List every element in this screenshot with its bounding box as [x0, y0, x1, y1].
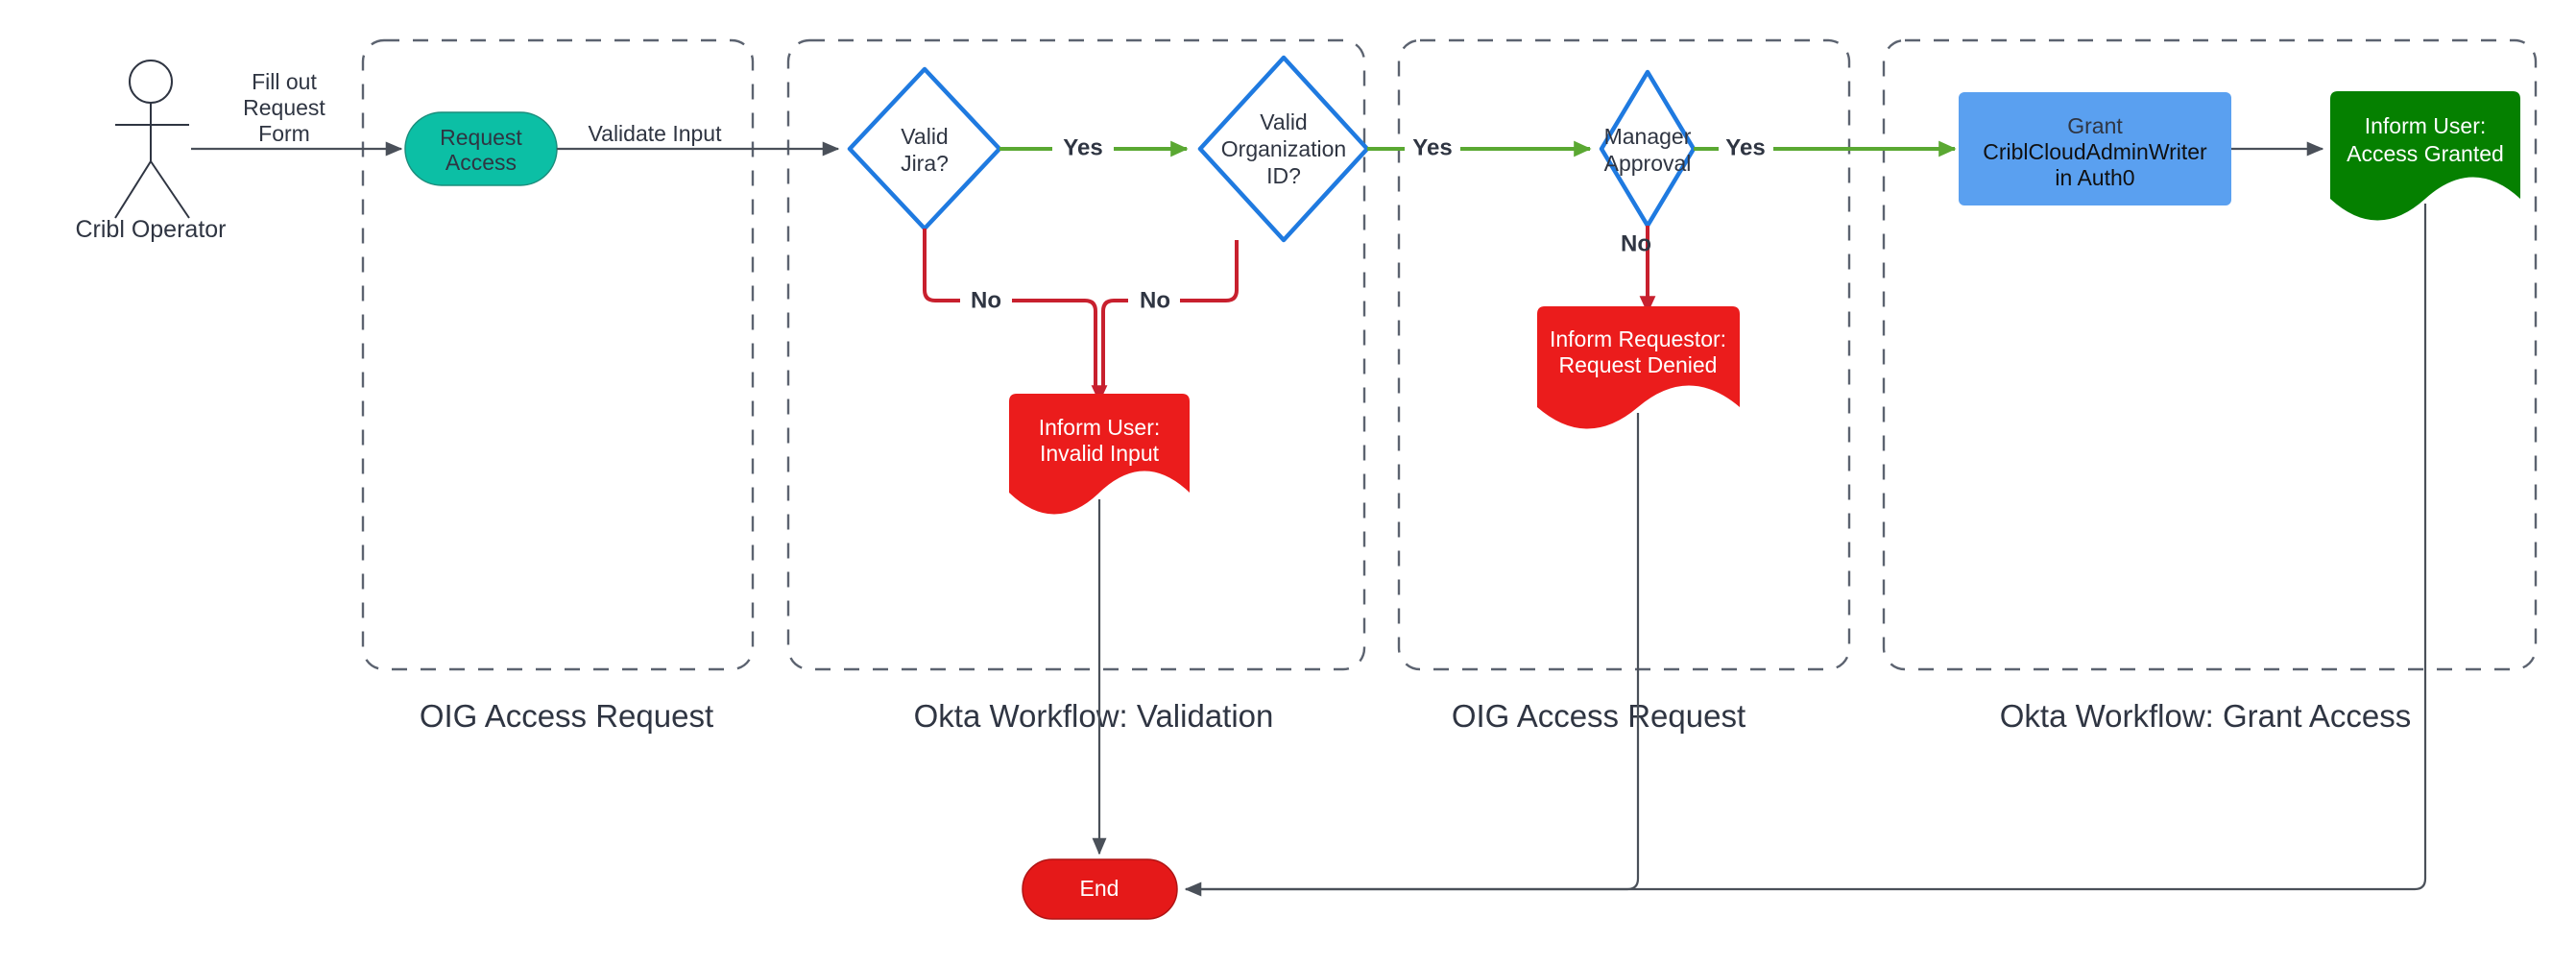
node-manager-approval-line2: Approval: [1604, 151, 1692, 176]
lane-box-oig-access-request-2: [1397, 38, 1851, 671]
node-request-access-line1: Request: [440, 125, 522, 150]
node-valid-org-line2: Organization: [1221, 136, 1346, 161]
node-access-granted-line2: Access Granted: [2347, 141, 2504, 166]
node-inform-user-access-granted[interactable]: Inform User: Access Granted: [2330, 91, 2520, 221]
node-request-access-line2: Access: [445, 150, 517, 175]
edge-label-no-jira: No: [971, 287, 1001, 313]
edge-manager-approval-no: No: [1621, 226, 1656, 314]
edge-label-fill-out-line2: Request: [243, 95, 325, 120]
lane-box-oig-access-request-1: [361, 38, 755, 671]
lane-box-okta-workflow-validation: [786, 38, 1366, 671]
actor-label: Cribl Operator: [76, 216, 227, 243]
edge-label-fill-out-line3: Form: [258, 121, 310, 146]
lane-label-okta-workflow-grant-access: Okta Workflow: Grant Access: [2000, 698, 2412, 734]
node-grant-criblcloudadminwriter[interactable]: Grant CriblCloudAdminWriter in Auth0: [1959, 92, 2231, 205]
actor-leg-right-icon: [150, 160, 190, 219]
actor-leg-left-icon: [114, 160, 152, 219]
node-access-granted-line1: Inform User:: [2365, 113, 2487, 138]
edge-valid-jira-no: No: [923, 229, 1097, 388]
actor-head-icon: [129, 60, 173, 104]
edge-actor-to-request-access: Fill out Request Form: [191, 69, 403, 157]
edge-manager-approval-yes: Yes: [1694, 134, 1957, 160]
node-request-access[interactable]: Request Access: [404, 111, 558, 186]
node-request-denied-line1: Inform Requestor:: [1550, 326, 1726, 351]
edge-label-no-manager: No: [1621, 230, 1651, 256]
node-valid-jira-line2: Jira?: [901, 151, 949, 176]
node-request-denied-line2: Request Denied: [1559, 352, 1718, 377]
node-inform-requestor-request-denied[interactable]: Inform Requestor: Request Denied: [1537, 306, 1740, 429]
edge-valid-organization-id-yes: Yes: [1367, 134, 1592, 160]
node-valid-org-line3: ID?: [1266, 163, 1301, 188]
node-grant-line2: CriblCloudAdminWriter: [1983, 139, 2207, 164]
node-manager-approval[interactable]: Manager Approval: [1599, 69, 1697, 229]
node-manager-approval-line1: Manager: [1604, 124, 1692, 149]
edge-label-yes-manager: Yes: [1725, 134, 1765, 160]
node-grant-line1: Grant: [2067, 113, 2123, 138]
edge-label-yes-org: Yes: [1412, 134, 1452, 160]
node-valid-jira[interactable]: Valid Jira?: [847, 66, 1002, 231]
edge-valid-organization-id-no: No: [1091, 240, 1239, 403]
lane-label-okta-workflow-validation: Okta Workflow: Validation: [914, 698, 1274, 734]
node-end-label: End: [1080, 876, 1119, 901]
node-end[interactable]: End: [1022, 858, 1178, 920]
node-invalid-input-line2: Invalid Input: [1040, 441, 1160, 466]
node-valid-org-line1: Valid: [1260, 109, 1307, 134]
node-inform-user-invalid-input[interactable]: Inform User: Invalid Input: [1009, 394, 1190, 515]
actor-cribl-operator: Cribl Operator: [76, 60, 227, 243]
edge-access-granted-to-end: [1186, 204, 2427, 891]
edge-label-yes-jira: Yes: [1063, 134, 1102, 160]
lane-label-oig-access-request-2: OIG Access Request: [1452, 698, 1745, 734]
lane-label-oig-access-request-1: OIG Access Request: [420, 698, 713, 734]
node-valid-jira-line1: Valid: [901, 124, 948, 149]
edge-valid-jira-yes: Yes: [999, 134, 1189, 160]
edge-label-validate-input: Validate Input: [589, 121, 723, 146]
edge-label-no-org: No: [1140, 287, 1170, 313]
edge-label-fill-out-line1: Fill out: [252, 69, 317, 94]
node-grant-line3: in Auth0: [2055, 165, 2134, 190]
lane-box-okta-workflow-grant-access: [1882, 38, 2538, 671]
edge-request-denied-to-end: [1184, 413, 1640, 897]
node-valid-organization-id[interactable]: Valid Organization ID?: [1197, 55, 1370, 243]
edge-request-access-to-valid-jira: Validate Input: [557, 121, 840, 157]
node-invalid-input-line1: Inform User:: [1039, 415, 1161, 440]
